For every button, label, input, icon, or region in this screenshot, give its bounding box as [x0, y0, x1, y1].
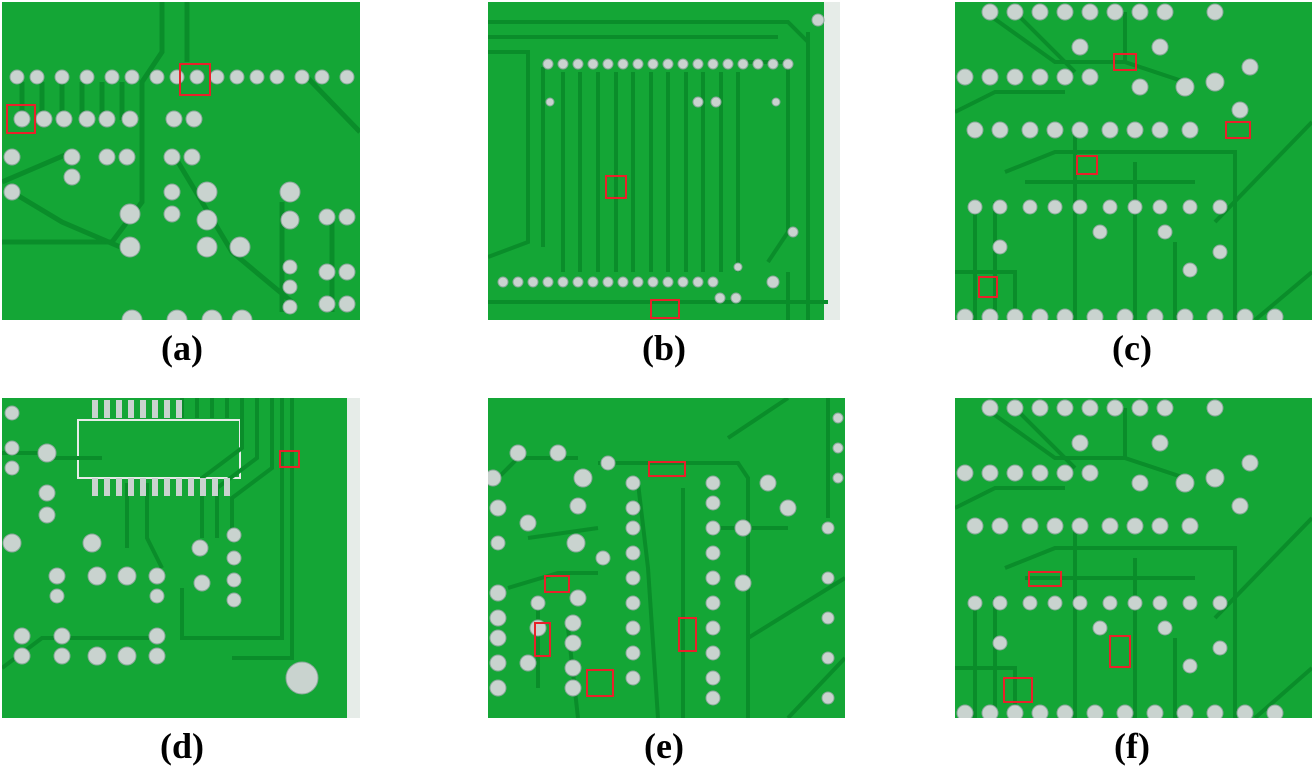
defect-box: [1028, 571, 1062, 587]
pcb-photo-b: [488, 2, 840, 320]
panel-caption-d: (d): [160, 726, 204, 766]
defect-box: [648, 461, 686, 477]
defect-box: [544, 575, 570, 593]
defect-box: [978, 276, 998, 298]
defect-box: [6, 104, 36, 134]
panel-caption-e: (e): [644, 726, 684, 766]
defect-box: [1076, 155, 1098, 175]
panel-caption-a: (a): [161, 328, 203, 368]
pcb-photo-f: [955, 398, 1312, 718]
defect-box: [279, 450, 300, 468]
pcb-photo-a: [2, 2, 360, 320]
defect-box: [1109, 635, 1131, 668]
defect-box: [678, 617, 697, 652]
defect-box: [605, 175, 627, 199]
defect-box: [1225, 121, 1251, 139]
pcb-photo-e: [488, 398, 845, 718]
defect-box: [534, 622, 551, 657]
defect-box: [179, 63, 211, 96]
pcb-photo-d: [2, 398, 360, 718]
defect-box: [586, 669, 614, 697]
panel-caption-f: (f): [1114, 726, 1150, 766]
panel-caption-b: (b): [642, 328, 686, 368]
panel-caption-c: (c): [1112, 328, 1152, 368]
defect-box: [650, 299, 680, 319]
defect-box: [1003, 677, 1033, 703]
defect-box: [1113, 53, 1137, 71]
pcb-photo-c: [955, 2, 1312, 320]
